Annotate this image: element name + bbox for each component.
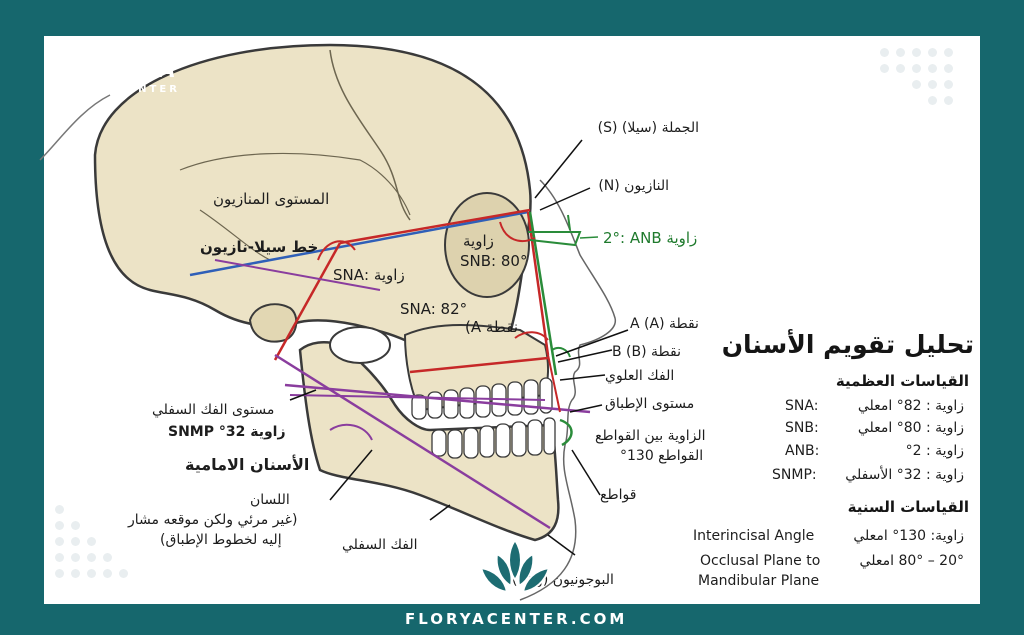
label-sn-line: خط سيلا-نازيون [200, 238, 319, 256]
label-mand-plane-2: زاوية 32° SNMP [168, 424, 286, 440]
anb-indicator [528, 231, 582, 247]
decor-dots-top-right [880, 48, 970, 118]
dental-value-2: 20° – 80° امعلي [859, 553, 964, 569]
label-point-b: نقطة B (B) [612, 344, 682, 360]
sella-nasion-red [339, 208, 531, 245]
label-snb-1: زاوية [463, 232, 494, 250]
logo-main: FLORYA [68, 58, 179, 83]
dental-key-1: Interincisal Angle [693, 528, 815, 544]
decor-dots-bottom-left [55, 505, 135, 585]
skeletal-value-1: زاوية : 82° امعلي [857, 398, 964, 414]
skeletal-value-3: زاوية : 2° [905, 443, 964, 459]
label-sella: الجملة (سيلا) (S) [597, 120, 699, 136]
dental-heading: القياسات السنية [847, 498, 969, 516]
skeletal-value-4: زاوية : 32° الأسفلي [845, 467, 964, 483]
label-point-a: نقطة A (A) [630, 316, 699, 332]
face-profile [519, 179, 616, 601]
dental-value-1: زاوية: 130° امعلي [853, 528, 964, 544]
label-interincisal-2: القواطع 130° [620, 448, 704, 464]
label-occlusal-plane: مستوى الإطباق [605, 396, 695, 412]
interincisal-arc [559, 418, 573, 447]
nasion-point-a [526, 211, 550, 356]
sn-purple [214, 259, 381, 291]
label-anb: 2°: ANB زاوية [603, 229, 698, 247]
label-tongue-2: (غير مرئي ولكن موقعه مشار [128, 512, 298, 528]
skeletal-key-1: SNA: [785, 398, 819, 414]
label-incisors: قواطع [600, 487, 637, 503]
panel-title: تحليل تقويم الأسنان [721, 330, 974, 359]
lotus-logo-icon [479, 538, 551, 594]
skeletal-key-4: SNMP: [772, 467, 817, 483]
label-tongue-1: اللسان [250, 492, 290, 508]
label-upper-jaw: الفك العلوي [605, 368, 675, 384]
label-mand-plane-1: مستوى الفك السفلي [152, 402, 275, 418]
sna-arc [317, 240, 356, 261]
skeletal-key-2: SNB: [785, 420, 819, 436]
lower-teeth [431, 417, 556, 459]
label-interincisal-1: الزاوية بين القواطع [595, 428, 706, 444]
label-snb-2: SNB: 80° [460, 252, 528, 270]
dental-key-2: Occlusal Plane to [700, 553, 821, 569]
label-lower-jaw: الفك السفلي [342, 537, 418, 553]
label-front-teeth: الأسنان الامامية [185, 455, 310, 474]
dental-key-3: Mandibular Plane [698, 573, 820, 589]
label-sna-angle: زاوية :SNA [333, 266, 405, 284]
label-point-a-inner: نقطة A) [465, 318, 519, 336]
skeletal-heading: القياسات العظمية [835, 372, 969, 390]
sn-line [189, 210, 529, 277]
mandibular-plane [274, 353, 551, 530]
label-nasion: النازيون (N) [598, 178, 669, 194]
maxillary-line [409, 356, 549, 374]
logo-sub: CENTER [118, 84, 180, 95]
skeletal-value-2: زاوية : 80° امعلي [857, 420, 964, 436]
label-tongue-3: إليه لخطوط الإطباق) [160, 532, 282, 548]
posterior-line [273, 242, 342, 361]
footer-domain: FLORYACENTER.COM [405, 610, 628, 628]
label-sna-value: SNA: 82° [400, 300, 468, 318]
skeletal-key-3: ANB: [785, 443, 820, 459]
label-nasion-plane: المستوى المنازيون [213, 190, 330, 208]
